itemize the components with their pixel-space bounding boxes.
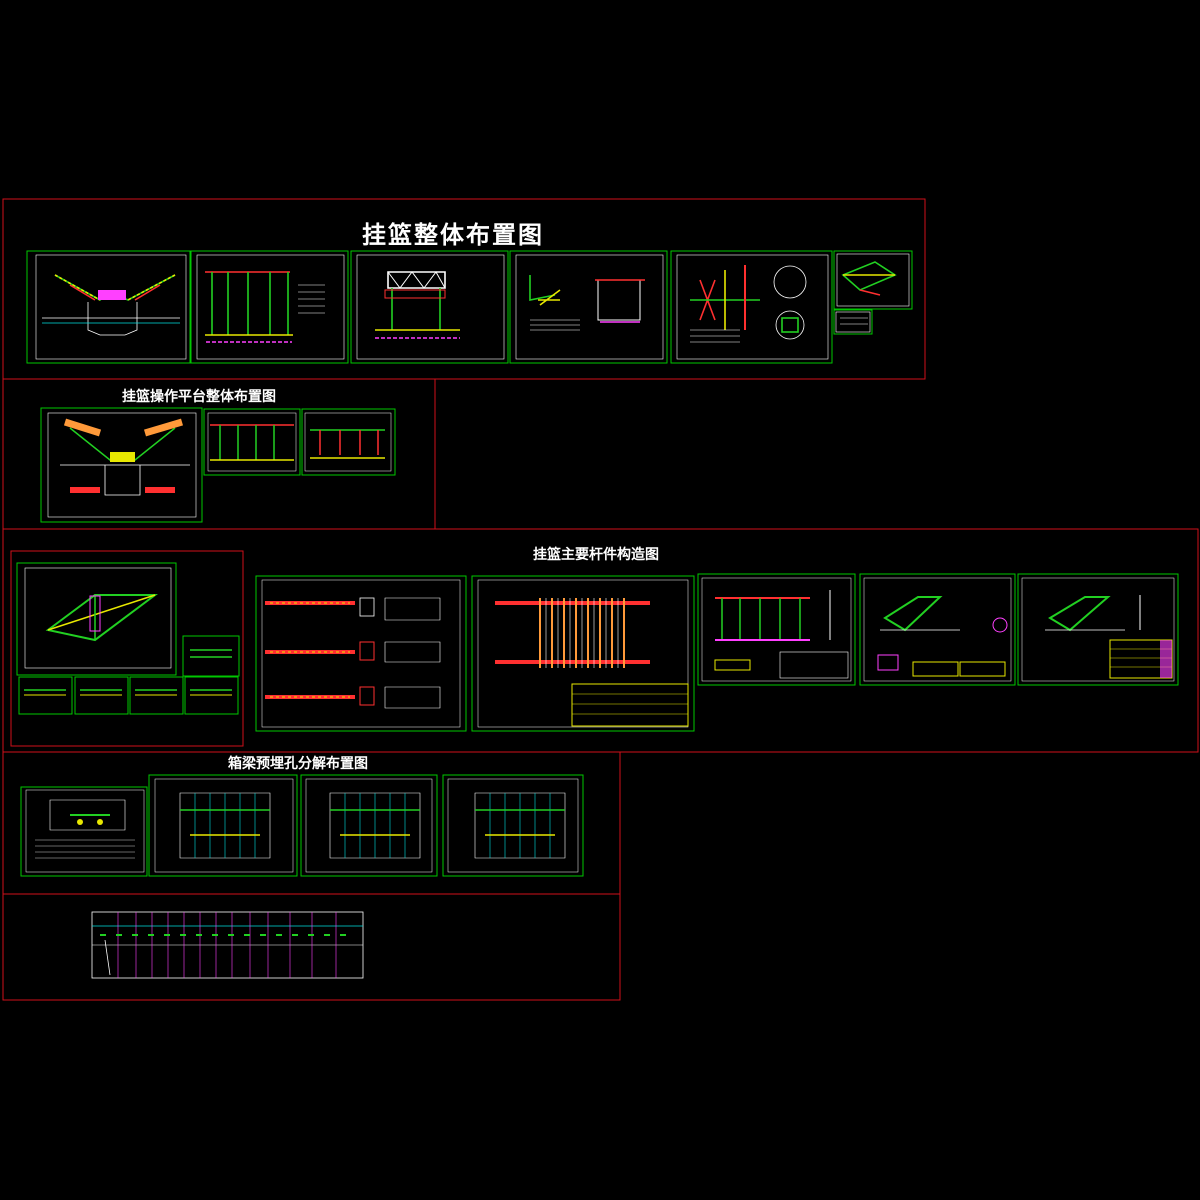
sheet-frame	[670, 250, 833, 364]
sheet-frame	[182, 635, 240, 677]
sheet-frame	[300, 774, 438, 877]
longitudinal-plan	[91, 911, 364, 979]
section-frames	[2, 198, 1199, 1001]
box-girder-holes-title: 箱梁预埋孔分解布置图	[228, 756, 368, 772]
sheet-frame	[18, 676, 73, 715]
member-structure-title: 挂篮主要杆件构造图	[533, 547, 659, 563]
sheet-frame	[148, 774, 298, 877]
sheet-frame	[190, 250, 349, 364]
overall-layout-title: 挂篮整体布置图	[362, 220, 544, 249]
sheet-frame	[184, 676, 239, 715]
overall-layout-sheet-inner	[35, 253, 910, 360]
sheet-frame	[859, 573, 1016, 686]
sheet-frame	[833, 309, 873, 335]
member-structure-drawings	[24, 567, 1175, 728]
sheet-frame	[350, 250, 509, 364]
sheet-frame	[509, 250, 668, 364]
section-frame-holes	[2, 751, 621, 895]
box-girder-sheets	[20, 774, 584, 877]
section-frame-members-sub	[10, 550, 244, 747]
sheet-frame	[697, 573, 856, 686]
sheet-frame	[20, 786, 148, 877]
sheet-frame	[833, 250, 913, 310]
sheet-frame	[203, 408, 301, 476]
sheet-frame	[301, 408, 396, 476]
overall-layout-drawings	[42, 261, 897, 343]
section-frame-holes-plan	[2, 893, 621, 1001]
platform-layout-drawings	[47, 412, 392, 518]
member-structure-sheets	[16, 562, 1179, 732]
sheet-frame	[129, 676, 184, 715]
box-girder-drawings	[25, 778, 579, 873]
sheet-frame	[74, 676, 129, 715]
sheet-frame	[16, 562, 177, 676]
platform-layout-title: 挂篮操作平台整体布置图	[122, 389, 276, 405]
sheet-frame	[471, 575, 695, 732]
platform-layout-sheets	[40, 407, 396, 523]
section-frame-overall	[2, 198, 926, 380]
overall-layout-sheets	[26, 250, 913, 364]
sheet-frame	[26, 250, 191, 364]
sheet-frame	[40, 407, 203, 523]
sheet-frame	[442, 774, 584, 877]
sheet-frame	[1017, 573, 1179, 686]
sheet-frame	[255, 575, 467, 732]
